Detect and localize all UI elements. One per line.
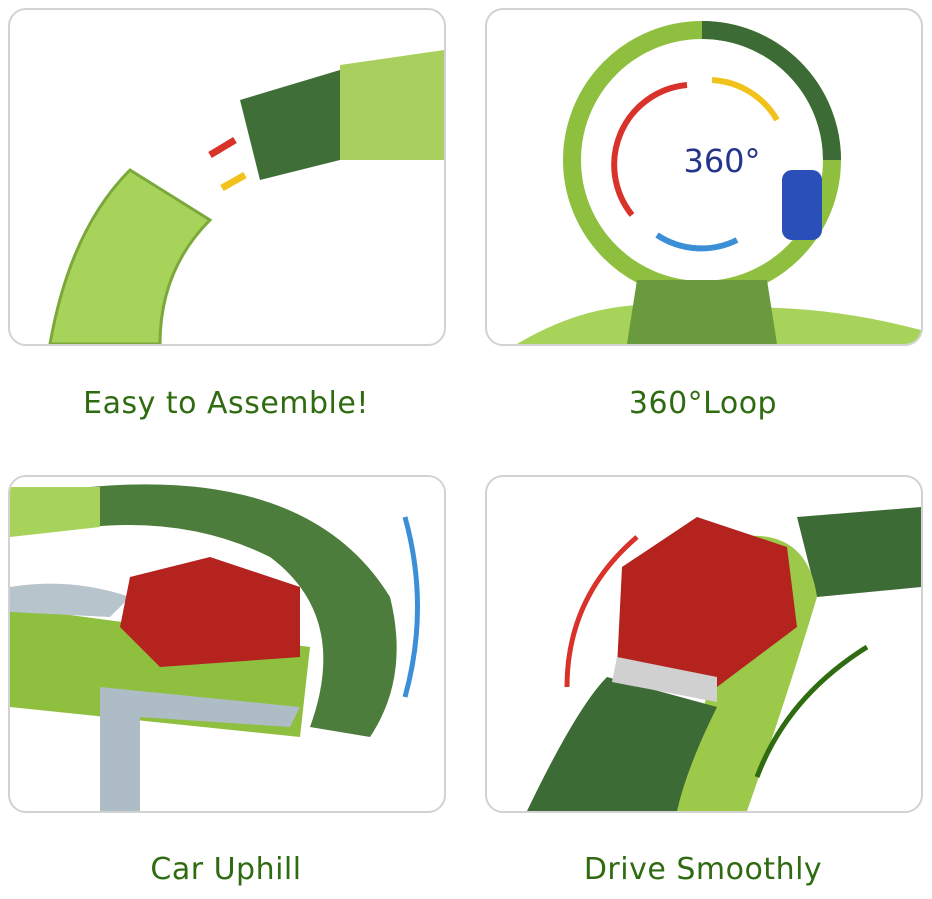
uphill-track-image [10, 477, 444, 811]
panel-360-loop: 360° [485, 8, 923, 346]
arrow-icon [402, 516, 420, 698]
panel-easy-assemble [8, 8, 446, 346]
track-pieces-image [48, 50, 444, 344]
caption-drive-smoothly: Drive Smoothly [583, 852, 823, 887]
loop-label: 360° [683, 142, 760, 180]
panel-drive-smoothly [485, 475, 923, 813]
arrow-icon [564, 535, 639, 688]
arrow-icon [754, 644, 869, 778]
driving-track-image [527, 507, 921, 811]
caption-360-loop: 360°Loop [628, 386, 778, 421]
car-image [617, 517, 797, 687]
arrow-icon [208, 136, 237, 159]
arrow-icon [220, 171, 247, 192]
caption-easy-assemble: Easy to Assemble! [83, 386, 369, 421]
caption-car-uphill: Car Uphill [150, 852, 302, 887]
arrow-icon [711, 77, 780, 122]
panel-car-uphill [8, 475, 446, 813]
loop-track-image: 360° [517, 21, 921, 344]
car-image [120, 557, 300, 667]
arrow-icon [611, 82, 688, 217]
car-image [782, 170, 822, 240]
arrow-icon [655, 232, 739, 252]
